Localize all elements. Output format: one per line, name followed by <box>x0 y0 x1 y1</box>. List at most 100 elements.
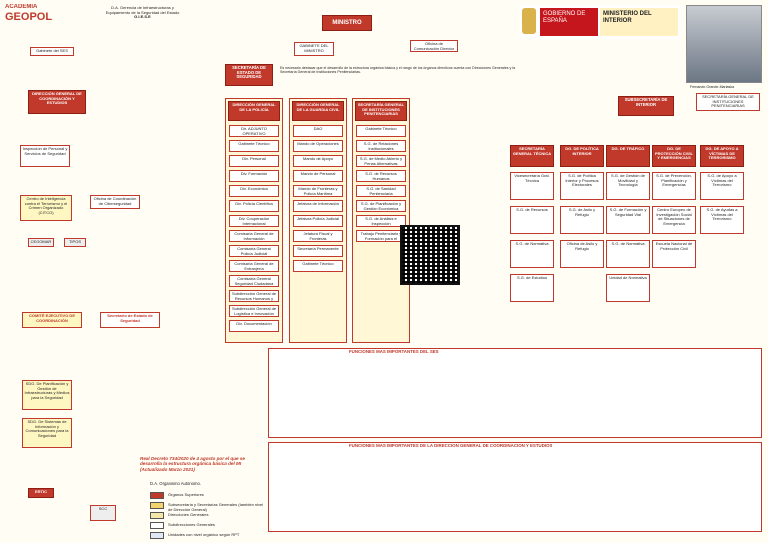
center-column-item: S.G. de Planificación y Gestión Económic… <box>356 200 406 212</box>
center-column-2: SECRETARÍA GENERAL DE INSTITUCIONES PENI… <box>352 98 410 343</box>
center-column-title: DIRECCIÓN GENERAL DE LA GUARDIA CIVIL <box>292 101 344 121</box>
citco-box: Centro de Inteligencia contra el Terrori… <box>20 195 72 221</box>
ses-box: SECRETARÍA DE ESTADO DE SEGURIDAD <box>225 64 273 86</box>
right-column-item: Centro Europeo de Investigación Social d… <box>652 206 696 234</box>
center-column-item: Comisaría General Policía Judicial <box>229 245 279 257</box>
center-column-item: Div. Policía Científica <box>229 200 279 212</box>
legend-swatch <box>150 522 164 529</box>
center-column-item: Comisaría General de Información <box>229 230 279 242</box>
center-column-item: Div. Personal <box>229 155 279 167</box>
center-column-item: S.G. de Medio Abierto y Penas Alternativ… <box>356 155 406 167</box>
right-column-item: S.G. de Normativa <box>510 240 554 268</box>
center-column-0: DIRECCIÓN GENERAL DE LA POLICÍA Dir. ADJU… <box>225 98 283 343</box>
legend-label: Subsecretaría y Secretarías Generales (t… <box>168 503 264 512</box>
cegomar-box: CEGOMAR <box>28 238 54 247</box>
right-column-item: Unidad de Normativa <box>606 274 650 302</box>
center-column-item: Div. Formación <box>229 170 279 182</box>
dg-coordinacion-box: DIRECCIÓN GENERAL DE COORDINACIÓN Y ESTU… <box>28 90 86 114</box>
center-column-item: Subdirección General de Logística e Inno… <box>229 305 279 317</box>
legend-label: Direcciones Generales <box>168 513 209 517</box>
right-column-item: S.G. de Asilo y Refugio <box>560 206 604 234</box>
functions-title: FUNCIONES MÁS IMPORTANTES DEL SES <box>349 350 439 354</box>
ministry-box: MINISTRO <box>322 15 372 31</box>
ses-seguridad-box: Secretario de Estado de Seguridad <box>100 312 160 328</box>
decree-title: Real Decreto 734/2020 de 4 agosto por el… <box>140 456 245 472</box>
dao-box: D.A. Gerencia de Infraestructuras y Equi… <box>100 5 185 27</box>
qr-code-icon <box>400 225 460 285</box>
logo-line1: ACADEMIA <box>5 4 38 10</box>
center-column-title: DIRECCIÓN GENERAL DE LA POLICÍA <box>228 101 280 121</box>
center-column-item: Gabinete Técnico <box>356 125 406 137</box>
right-column-item: S.G. de Formación y Seguridad Vial <box>606 206 650 234</box>
right-column-item: S.G. de Gestión de Movilidad y Tecnologí… <box>606 172 650 200</box>
right-column-item: Vicesecretaría Gral. Técnica <box>510 172 554 200</box>
right-column-title: DG. DE TRÁFICO <box>606 145 650 167</box>
inspeccion-box: Inspección de Personal y Servicios de Se… <box>20 145 70 167</box>
center-column-item: Trabajo Penitenciario y Formación para e… <box>356 230 406 242</box>
center-column-item: Mando de Personal <box>293 170 343 182</box>
dao-code: G.I.E.S.E <box>134 14 151 20</box>
center-column-item: Div. Documentación <box>229 320 279 332</box>
ministerio-box: MINISTERIO DEL INTERIOR <box>600 8 678 36</box>
right-column-item: Escuela Nacional de Protección Civil <box>652 240 696 268</box>
center-column-item: Jefatura de Información <box>293 200 343 212</box>
center-column-item: Secretaría Permanente <box>293 245 343 257</box>
center-column-item: Gabinete Técnico <box>293 260 343 272</box>
secretaria-general-box: SECRETARÍA GENERAL DE INSTITUCIONES PENI… <box>696 93 760 111</box>
center-column-item: Mando de Fronteras y Policía Marítima <box>293 185 343 197</box>
right-column-item: S.G. de Política Interior y Procesos Ele… <box>560 172 604 200</box>
legend-label: Subdirecciones Generales <box>168 523 215 527</box>
center-column-item: Div. Cooperación Internacional <box>229 215 279 227</box>
center-column-item: S.G. de Análisis e Inspección <box>356 215 406 227</box>
coat-of-arms-icon <box>522 8 536 34</box>
legend-label: Unidades con nivel orgánico según RPT <box>168 533 240 537</box>
comunicacion-box: Oficina de Comunicación Director <box>410 40 458 52</box>
ertic-box: ERTIC <box>28 488 54 498</box>
center-column-title: SECRETARÍA GENERAL DE INSTITUCIONES PENI… <box>355 101 407 121</box>
tipos-box: TIPOS <box>64 238 86 247</box>
subsecretaria-box: SUBSECRETARÍA DE INTERIOR <box>618 96 674 116</box>
center-column-item: Jefatura Policía Judicial <box>293 215 343 227</box>
right-column-title: DG. DE PROTECCIÓN CIVIL Y EMERGENCIAS <box>652 145 696 167</box>
legend-swatch <box>150 512 164 519</box>
gabinete-box: GABINETE DEL MINISTRO <box>294 42 334 56</box>
right-column-item: S.G. de Normativa <box>606 240 650 268</box>
center-column-item: S.G. de Recursos Humanos <box>356 170 406 182</box>
right-column-title: SECRETARÍA GENERAL TÉCNICA <box>510 145 554 167</box>
gobierno-box: GOBIERNO DE ESPAÑA <box>540 8 598 36</box>
center-column-item: Comisaría General de Extranjería <box>229 260 279 272</box>
logo: ACADEMIA GEOPOL <box>5 4 63 30</box>
right-column-item: S.G. de Prevención, Planificación y Emer… <box>652 172 696 200</box>
center-column-item: Gabinete Técnico <box>229 140 279 152</box>
legend-swatch <box>150 532 164 539</box>
right-column-item: Oficina de Asilo y Refugio <box>560 240 604 268</box>
sdg-planificacion-box: SDG. De Planificación y Gestión de Infra… <box>22 380 72 410</box>
center-column-item: Comisaría General Seguridad Ciudadana <box>229 275 279 287</box>
center-column-item: DAO <box>293 125 343 137</box>
center-column-item: Jefatura Fiscal y Fronteras <box>293 230 343 242</box>
comite-box: COMITÉ EJECUTIVO DE COORDINACIÓN <box>22 312 82 328</box>
gov-banner: GOBIERNO DE ESPAÑA MINISTERIO DEL INTERI… <box>520 5 680 39</box>
right-column-title: DG. DE APOYO A VÍCTIMAS DE TERRORISMO <box>700 145 744 167</box>
center-column-item: Mando de Apoyo <box>293 155 343 167</box>
center-column-item: Div. Económica <box>229 185 279 197</box>
legend-swatch <box>150 492 164 499</box>
functions-title-2: FUNCIONES MÁS IMPORTANTES DE LA DIRECCIÓ… <box>349 444 553 448</box>
center-column-item: Mando de Operaciones <box>293 140 343 152</box>
legend-swatch <box>150 502 164 509</box>
right-column-item: S.G. de Recursos <box>510 206 554 234</box>
legend-label: Órganos Superiores <box>168 493 204 497</box>
legend-title: D.A. Organismo Autónomo. <box>150 482 201 486</box>
right-column-item: S.G. de Estudios <box>510 274 554 302</box>
minister-photo <box>686 5 762 83</box>
center-column-item: S.G. de Relaciones Institucionales <box>356 140 406 152</box>
ciberseguridad-box: Oficina de Coordinación de Cibersegurida… <box>90 195 140 209</box>
center-column-item: Dir. ADJUNTO OPERATIVO <box>229 125 279 137</box>
intro-text: Es necesario destacar que el desarrollo … <box>280 66 516 75</box>
minister-name: Fernando Grande-Marlaska <box>690 85 735 89</box>
logo-line2: GEOPOL <box>5 11 53 23</box>
right-column-item: S.G. de Apoyo a Víctimas del Terrorismo <box>700 172 744 200</box>
dao-text: D.A. Gerencia de Infraestructuras y Equi… <box>105 5 180 15</box>
center-column-item: Subdirección General de Recursos Humanos… <box>229 290 279 302</box>
functions-panel-2: FUNCIONES MÁS IMPORTANTES DE LA DIRECCIÓ… <box>268 442 762 532</box>
